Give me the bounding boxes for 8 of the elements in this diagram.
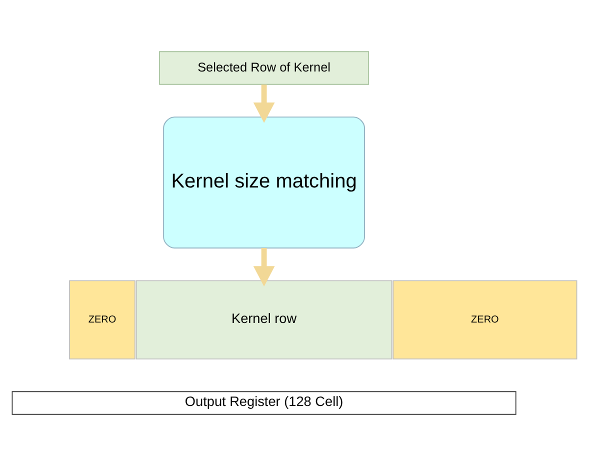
node-box: Kernel size matching [163, 116, 365, 248]
node-box: Selected Row of Kernel [159, 50, 370, 84]
node-box: ZERO [392, 280, 578, 359]
node-box: ZERO [69, 280, 136, 359]
arrow [253, 248, 275, 286]
node-box: Kernel row [136, 280, 392, 359]
arrow [253, 84, 275, 122]
node-box: Output Register (128 Cell) [12, 390, 516, 414]
